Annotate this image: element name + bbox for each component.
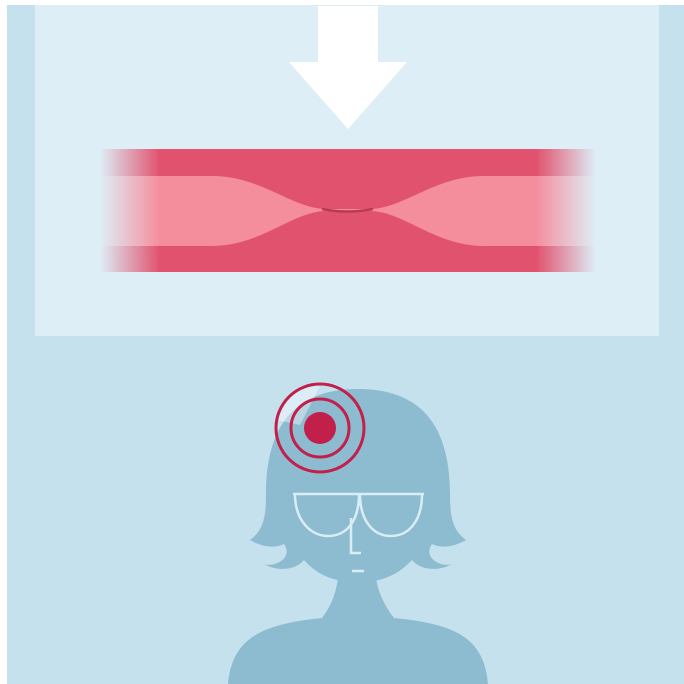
pain-center xyxy=(304,412,336,444)
narrowed-blood-vessel-icon xyxy=(100,149,596,272)
